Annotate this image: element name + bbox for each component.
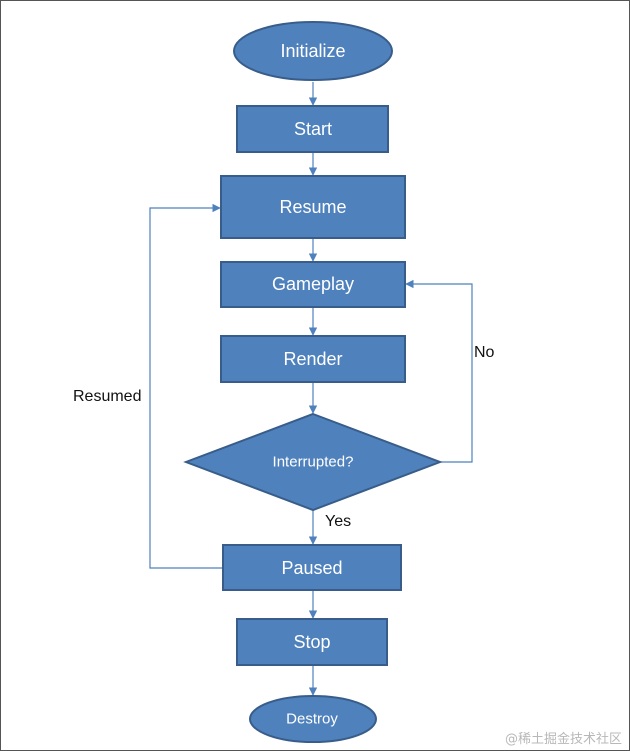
node-render-shape xyxy=(220,335,406,383)
node-interrupted-label: Interrupted? xyxy=(273,454,354,471)
node-start-shape xyxy=(236,105,389,153)
node-initialize-shape xyxy=(233,21,393,81)
edge-no-loop xyxy=(405,279,473,463)
nodes xyxy=(183,21,443,743)
node-destroy-label: Destroy xyxy=(286,711,338,728)
node-interrupted-shape xyxy=(183,412,443,512)
edge-label-yes: Yes xyxy=(325,513,351,530)
node-destroy-shape xyxy=(249,695,377,743)
edge-labels: No Yes Resumed xyxy=(73,344,495,530)
node-start-label: Start xyxy=(294,119,332,139)
node-render-label: Render xyxy=(283,349,342,369)
node-initialize-label: Initialize xyxy=(280,41,345,61)
edge-resumed-loop xyxy=(149,203,223,569)
node-labels: Initialize Start Resume Gameplay Render … xyxy=(272,41,354,728)
connectors xyxy=(149,82,473,696)
node-stop-label: Stop xyxy=(293,632,330,652)
node-paused-label: Paused xyxy=(281,558,342,578)
edge-label-no: No xyxy=(474,344,495,361)
node-gameplay-label: Gameplay xyxy=(272,274,354,294)
node-stop-shape xyxy=(236,618,388,666)
node-resume-label: Resume xyxy=(279,197,346,217)
node-gameplay-shape xyxy=(220,261,406,308)
node-paused-shape xyxy=(222,544,402,591)
node-resume-shape xyxy=(220,175,406,239)
watermark: @稀土掘金技术社区 xyxy=(504,732,622,747)
edge-label-resumed: Resumed xyxy=(73,388,141,405)
